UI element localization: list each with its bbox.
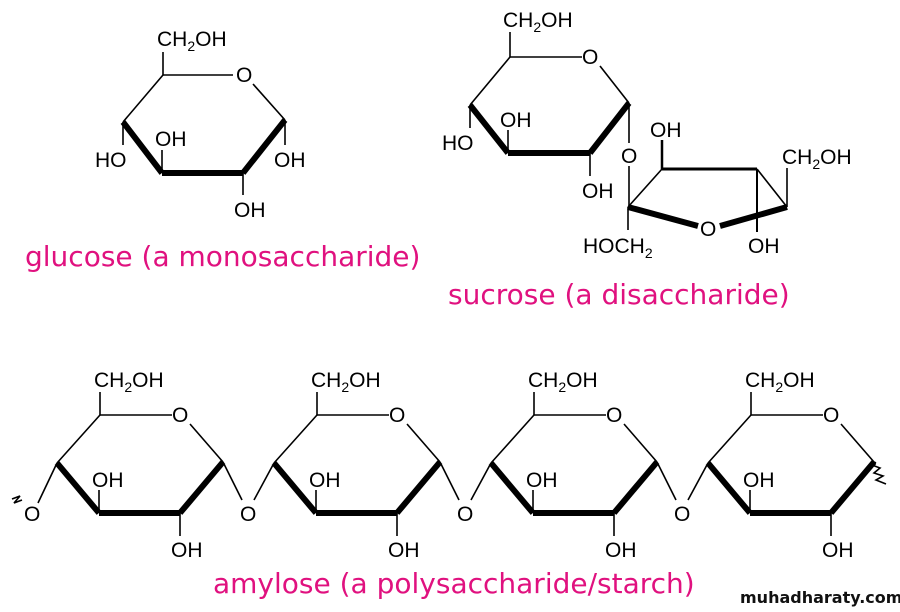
hydroxyl-label: OH bbox=[171, 539, 203, 562]
watermark: muhadharaty.com bbox=[740, 588, 900, 607]
chain-continuation-icon bbox=[11, 495, 23, 504]
bond bbox=[490, 414, 535, 464]
bond bbox=[177, 460, 226, 515]
bond bbox=[707, 414, 752, 464]
bond bbox=[470, 462, 492, 501]
ring-oxygen-label: O bbox=[606, 404, 622, 427]
ring-oxygen-label: O bbox=[389, 404, 405, 427]
sucrose-caption: sucrose (a disaccharide) bbox=[448, 278, 790, 311]
bond bbox=[271, 461, 319, 515]
bond bbox=[627, 204, 699, 229]
ch2oh-label: CH2OH bbox=[94, 369, 164, 395]
bond bbox=[840, 423, 875, 463]
glucose-structure: CH2OH O OH HO OH OH bbox=[95, 28, 306, 222]
ch2oh-label: CH2OH bbox=[311, 369, 381, 395]
hydroxyl-label: HO bbox=[95, 149, 127, 172]
bond bbox=[705, 461, 753, 515]
bond bbox=[687, 462, 709, 501]
hydroxyl-label: OH bbox=[500, 109, 532, 132]
hydroxyl-label: OH bbox=[650, 119, 682, 142]
hydroxyl-label: OH bbox=[92, 469, 124, 492]
hydroxyl-label: OH bbox=[822, 539, 854, 562]
bond bbox=[656, 461, 677, 501]
glycosidic-oxygen-label: O bbox=[240, 503, 256, 526]
hydroxyl-label: HO bbox=[442, 132, 474, 155]
bond bbox=[56, 414, 101, 464]
ch2oh-label: CH2OH bbox=[745, 369, 815, 395]
glucose-caption: glucose (a monosaccharide) bbox=[25, 240, 420, 273]
bond bbox=[828, 460, 877, 515]
bond bbox=[467, 103, 511, 155]
bond bbox=[587, 101, 632, 155]
amylose-caption: amylose (a polysaccharide/starch) bbox=[213, 567, 695, 600]
hydroxyl-label: OH bbox=[582, 180, 614, 203]
hydroxyl-label: OH bbox=[155, 128, 187, 151]
bond bbox=[240, 118, 288, 175]
bond bbox=[273, 414, 318, 464]
hoch2-label: HOCH2 bbox=[583, 235, 653, 261]
hydroxyl-label: OH bbox=[388, 539, 420, 562]
glycosidic-oxygen-label: O bbox=[674, 503, 690, 526]
ch2oh-label: CH2OH bbox=[503, 9, 573, 35]
bond bbox=[394, 460, 443, 515]
bond bbox=[120, 120, 165, 175]
sucrose-structure: CH2OH O OH HO OH O OH CH2OH O OH HOCH2 bbox=[442, 9, 852, 261]
hydroxyl-label: OH bbox=[526, 469, 558, 492]
bond bbox=[54, 461, 102, 515]
ch2oh-label: CH2OH bbox=[782, 146, 852, 172]
ring-oxygen-label: O bbox=[582, 46, 598, 69]
bond bbox=[253, 462, 275, 501]
hydroxyl-label: OH bbox=[234, 199, 266, 222]
bond bbox=[599, 65, 630, 104]
bond bbox=[756, 168, 788, 208]
hydroxyl-label: OH bbox=[743, 469, 775, 492]
ring-oxygen-label: O bbox=[172, 404, 188, 427]
bond bbox=[222, 461, 243, 501]
bond bbox=[488, 461, 536, 515]
glycosidic-oxygen-label: O bbox=[457, 503, 473, 526]
bond bbox=[37, 462, 58, 504]
bond bbox=[627, 168, 663, 208]
bond bbox=[623, 423, 658, 463]
glycosidic-oxygen-label: O bbox=[24, 503, 40, 526]
ring-oxygen-label: O bbox=[823, 404, 839, 427]
bond bbox=[406, 423, 441, 463]
ring-oxygen-label: O bbox=[236, 64, 252, 87]
ring-oxygen-label: O bbox=[700, 218, 716, 241]
glycosidic-oxygen-label: O bbox=[621, 145, 637, 168]
bond bbox=[439, 461, 460, 501]
bond bbox=[873, 461, 877, 464]
hydroxyl-label: OH bbox=[605, 539, 637, 562]
hydroxyl-label: OH bbox=[748, 235, 780, 258]
bond bbox=[122, 74, 164, 123]
ch2oh-label: CH2OH bbox=[528, 369, 598, 395]
hydroxyl-label: OH bbox=[309, 469, 341, 492]
bond bbox=[719, 204, 788, 229]
hydroxyl-label: OH bbox=[274, 149, 306, 172]
bond bbox=[189, 423, 224, 463]
chain-continuation-icon bbox=[871, 464, 887, 485]
bond bbox=[611, 460, 660, 515]
bond bbox=[469, 56, 511, 106]
amylose-structure: O CH2OH O OH OH O CH2OH O OH OH O CH2OH O OH OH O CH2OH… bbox=[11, 369, 887, 562]
ch2oh-label: CH2OH bbox=[157, 28, 227, 54]
bond bbox=[252, 83, 286, 121]
